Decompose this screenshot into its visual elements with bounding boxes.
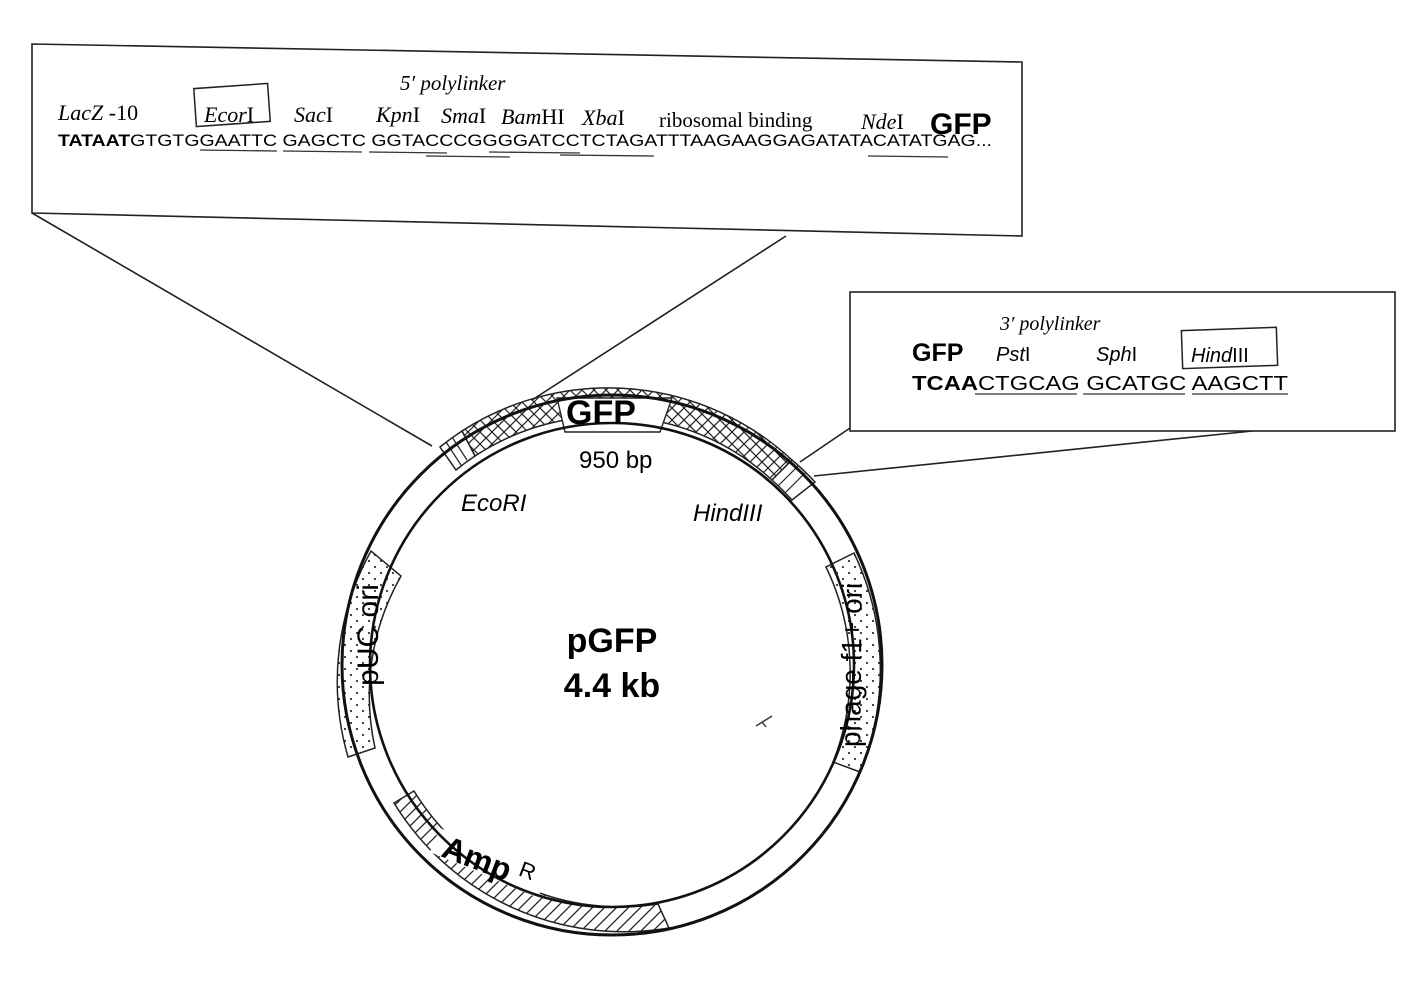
ul-smai bbox=[425, 155, 511, 158]
site-sphi: SphI bbox=[1096, 344, 1137, 366]
ring-inner bbox=[368, 421, 856, 909]
leader-line-3-left bbox=[799, 427, 851, 463]
ecori-ring-label: EcoRI bbox=[461, 490, 527, 517]
polylinker-5-inset: 5′ polylinker LacZ -10 EcorI SacI KpnI S… bbox=[31, 43, 1023, 237]
hindiii-ring-label: HindIII bbox=[693, 500, 763, 527]
polylinker-3-inset: 3′ polylinker GFP PstI SphI HindIII TCAA… bbox=[849, 291, 1396, 432]
phage-f1-ori-label: phage f1+ ori bbox=[835, 583, 868, 748]
polylinker-band-3 bbox=[770, 458, 817, 502]
ul-kpni bbox=[368, 151, 448, 154]
ribosomal-binding-label: ribosomal binding bbox=[659, 108, 813, 132]
gfp-region-label: GFP bbox=[566, 394, 636, 432]
ampr-label-window bbox=[430, 828, 548, 898]
site-saci: SacI bbox=[294, 102, 333, 127]
site-bamhi: BamHI bbox=[501, 104, 565, 129]
gfp-gene-label-3: GFP bbox=[912, 339, 963, 367]
ring-outer bbox=[340, 393, 884, 937]
site-ecori: EcorI bbox=[203, 102, 254, 127]
plasmid-ring bbox=[336, 387, 884, 937]
lacz-label: LacZ -10 bbox=[57, 100, 138, 125]
plasmid-size: 4.4 kb bbox=[564, 667, 660, 705]
polylinker-3-title: 3′ polylinker bbox=[999, 313, 1101, 335]
polylinker-3-box bbox=[849, 291, 1396, 432]
polylinker-5-box bbox=[31, 43, 1023, 237]
puc-ori-label: pUC ori bbox=[352, 584, 385, 686]
plasmid-name: pGFP bbox=[567, 622, 658, 660]
site-xbai: XbaI bbox=[581, 105, 625, 130]
ul-saci bbox=[282, 150, 363, 153]
polylinker-band-5 bbox=[438, 429, 476, 472]
site-ndei: NdeI bbox=[860, 109, 904, 134]
site-psti: PstI bbox=[996, 344, 1030, 366]
ul-bamhi bbox=[488, 151, 581, 154]
hindiii-site-box bbox=[1180, 326, 1279, 370]
site-hindiii: HindIII bbox=[1191, 345, 1249, 367]
site-kpni: KpnI bbox=[375, 102, 420, 127]
leader-line-5-right bbox=[531, 235, 787, 401]
ul-xbai bbox=[559, 154, 655, 157]
gfp-gene-label-5: GFP bbox=[930, 108, 992, 141]
polylinker-5-title: 5′ polylinker bbox=[400, 71, 506, 95]
leader-line-5-left bbox=[31, 212, 433, 447]
ul-ndei bbox=[867, 155, 949, 158]
site-smai: SmaI bbox=[441, 103, 486, 128]
stray-mark bbox=[755, 715, 773, 728]
gfp-size-label: 950 bp bbox=[579, 447, 652, 474]
ul-ecori bbox=[199, 149, 278, 152]
leader-line-3-right bbox=[813, 429, 1263, 477]
ecori-site-box bbox=[192, 82, 272, 128]
